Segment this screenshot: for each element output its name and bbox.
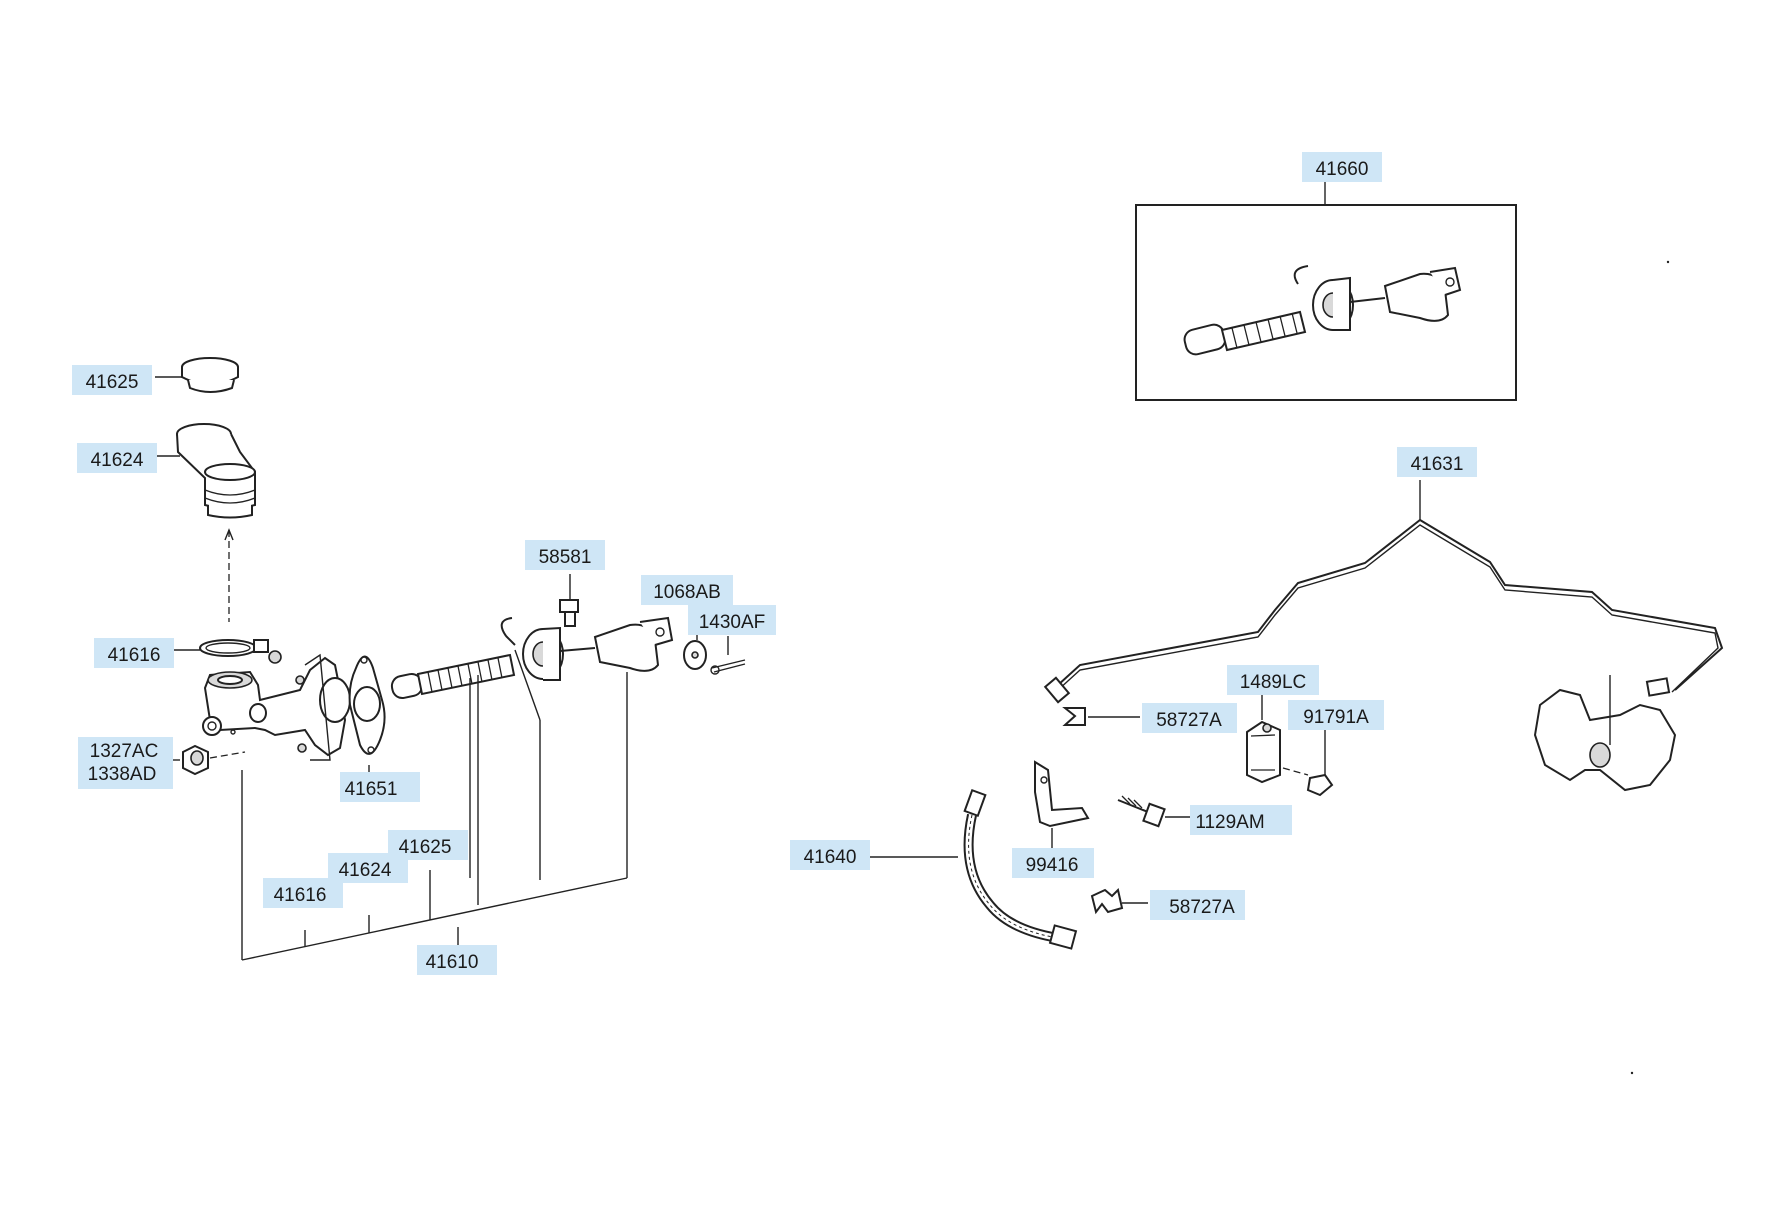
svg-text:41651: 41651	[345, 779, 398, 800]
clip-58727a-lower	[1090, 888, 1148, 915]
flexible-hose-41640	[870, 788, 1078, 950]
svg-text:41624: 41624	[91, 450, 144, 471]
label-58727a-lower[interactable]: 58727A	[1150, 890, 1245, 920]
push-rod	[559, 616, 674, 878]
svg-text:41610: 41610	[426, 952, 479, 973]
bolt-1129am	[1117, 795, 1190, 828]
reservoir	[150, 423, 256, 622]
svg-text:41660: 41660	[1316, 159, 1369, 180]
label-58727a-upper[interactable]: 58727A	[1142, 703, 1237, 733]
label-41640[interactable]: 41640	[790, 840, 870, 870]
speck	[1666, 260, 1670, 264]
svg-text:41616: 41616	[274, 885, 327, 906]
label-41651[interactable]: 41651	[340, 772, 420, 802]
svg-text:1489LC: 1489LC	[1240, 672, 1307, 693]
svg-text:1327AC: 1327AC	[90, 741, 159, 762]
split-pin-1430af	[710, 636, 746, 675]
label-58581[interactable]: 58581	[525, 540, 605, 570]
svg-text:58727A: 58727A	[1156, 710, 1222, 731]
svg-text:41631: 41631	[1411, 454, 1464, 475]
clip-58727a-upper	[1062, 707, 1140, 726]
label-1068ab[interactable]: 1068AB	[641, 575, 733, 605]
label-41624[interactable]: 41624	[77, 443, 157, 473]
svg-text:58581: 58581	[539, 547, 592, 568]
svg-text:41625: 41625	[86, 372, 139, 393]
svg-text:1338AD: 1338AD	[88, 764, 157, 785]
reservoir-cap	[155, 357, 239, 393]
dust-boot	[522, 626, 564, 681]
svg-text:41625: 41625	[399, 837, 452, 858]
svg-text:41640: 41640	[804, 847, 857, 868]
label-41631[interactable]: 41631	[1397, 447, 1477, 477]
label-91791a[interactable]: 91791A	[1288, 700, 1384, 730]
label-1129am[interactable]: 1129AM	[1190, 805, 1292, 835]
svg-text:41616: 41616	[108, 645, 161, 666]
speck	[1630, 1071, 1634, 1075]
gasket	[348, 655, 386, 775]
svg-text:91791A: 91791A	[1303, 707, 1369, 728]
label-99416[interactable]: 99416	[1012, 848, 1094, 878]
washer-1068ab	[683, 608, 707, 670]
label-1327ac-1338ad[interactable]: 1327AC 1338AD	[78, 737, 173, 789]
svg-text:41624: 41624	[339, 860, 392, 881]
svg-text:1068AB: 1068AB	[653, 582, 721, 603]
label-41610[interactable]: 41610	[417, 945, 497, 975]
retaining-clip	[500, 617, 541, 880]
svg-text:1129AM: 1129AM	[1195, 812, 1264, 833]
label-1489lc[interactable]: 1489LC	[1227, 665, 1319, 695]
master-cylinder-body	[202, 653, 351, 761]
label-41616[interactable]: 41616	[94, 638, 174, 668]
clutch-pipe	[1043, 480, 1724, 704]
label-41625[interactable]: 41625	[72, 365, 152, 395]
hose-clamp	[165, 639, 282, 664]
repair-kit-box	[1135, 180, 1517, 401]
svg-text:1430AF: 1430AF	[699, 612, 766, 633]
label-1430af[interactable]: 1430AF	[688, 605, 776, 635]
label-41660[interactable]: 41660	[1302, 152, 1382, 182]
nut-1327ac	[165, 744, 209, 776]
assembly-bracket-41610	[241, 675, 628, 961]
bolt-58581	[559, 574, 579, 627]
svg-text:58727A: 58727A	[1169, 897, 1235, 918]
svg-text:99416: 99416	[1026, 855, 1079, 876]
bracket-99416	[1034, 760, 1090, 850]
slave-cylinder	[1533, 675, 1677, 792]
piston-assembly	[390, 653, 516, 878]
label-41616-b[interactable]: 41616	[263, 878, 343, 908]
